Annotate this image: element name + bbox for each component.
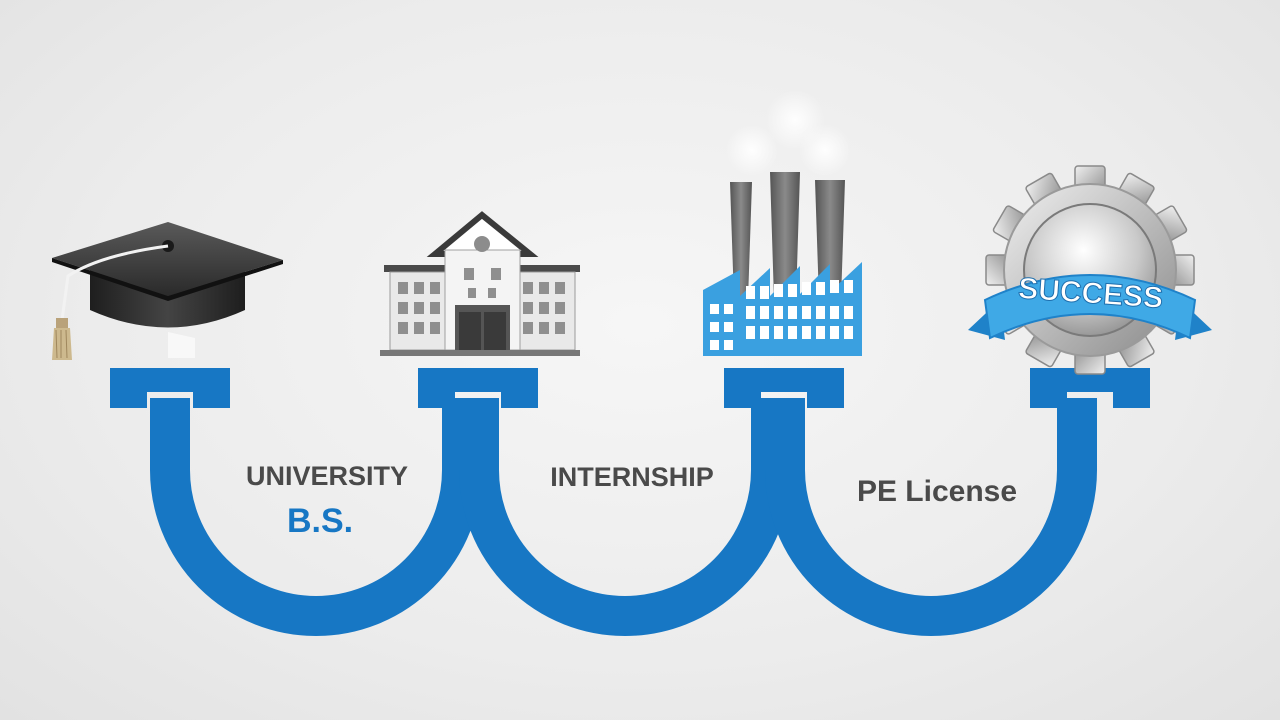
stage-label-pe-license: PE License bbox=[857, 475, 1017, 508]
platform-2 bbox=[418, 368, 538, 408]
platform-3 bbox=[724, 368, 844, 408]
platform-4 bbox=[1030, 368, 1150, 408]
pipe-segment-2 bbox=[459, 398, 791, 636]
stage-label-internship: INTERNSHIP bbox=[550, 462, 714, 492]
factory-icon bbox=[703, 90, 862, 356]
success-gear-icon: SUCCESS bbox=[968, 165, 1212, 375]
stage-label-degree: B.S. bbox=[287, 502, 353, 540]
platform-1 bbox=[110, 368, 230, 408]
pipe-path bbox=[150, 398, 1097, 636]
pipe-segment-1 bbox=[150, 398, 482, 636]
pipe-platforms bbox=[110, 368, 1150, 408]
graduation-cap-icon bbox=[52, 222, 283, 360]
stage-label-university: UNIVERSITY bbox=[246, 461, 408, 491]
pipe-segment-3 bbox=[765, 398, 1097, 636]
university-building-icon bbox=[380, 211, 580, 356]
